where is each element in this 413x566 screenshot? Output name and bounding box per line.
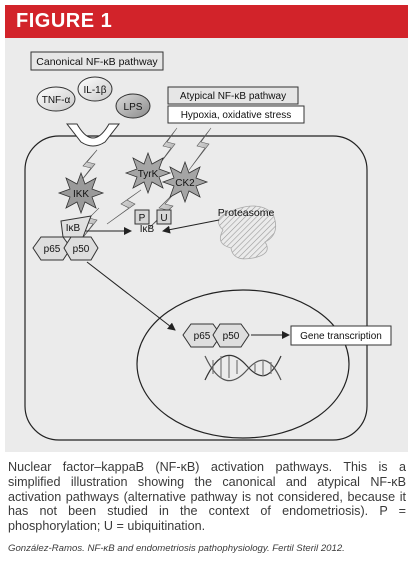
proteasome-label: Proteasome: [218, 207, 275, 219]
proteasome-shape: [218, 205, 277, 260]
gene-transcription-label: Gene transcription: [300, 331, 382, 342]
figure-caption: Nuclear factor–kappaB (NF-κB) activation…: [8, 460, 406, 534]
tnf-alpha-label: TNF-α: [42, 95, 71, 106]
ck2-label: CK2: [175, 178, 195, 189]
cytoplasm-p50-label: p50: [73, 244, 90, 255]
nfkb-pathway-diagram: Canonical NF-κB pathway TNF-α IL-1β LPS …: [24, 51, 392, 441]
nuclear-p65: [182, 323, 222, 348]
atypical-signal-bolt-3: [106, 189, 142, 225]
dna-helix-icon: [204, 354, 282, 382]
nuclear-p50-label: p50: [223, 331, 240, 342]
atypical-pathway-box: [167, 86, 299, 105]
canonical-pathway-box: [30, 51, 164, 71]
atypical-signal-bolt-2: [188, 127, 212, 171]
tnf-alpha-ligand: [36, 86, 76, 112]
atypical-signal-bolt-4: [148, 189, 178, 229]
cytoplasm-p65-label: p65: [44, 244, 61, 255]
cytoplasm-p65: [32, 236, 72, 261]
phosphorylation-label: P: [139, 213, 146, 224]
free-ikb-label: IκB: [140, 224, 155, 235]
nuclear-p50: [212, 323, 250, 348]
translocation-arrow: [86, 261, 176, 331]
lps-label: LPS: [124, 102, 143, 113]
bound-ikb-label: IκB: [66, 223, 81, 234]
ubiquitination-box: [156, 209, 172, 225]
canonical-pathway-title: Canonical NF-κB pathway: [36, 56, 158, 68]
gene-transcription-box: [290, 325, 392, 346]
lps-ligand: [115, 93, 151, 119]
atypical-stimuli-box: [167, 105, 305, 124]
atypical-pathway-title: Atypical NF-κB pathway: [180, 91, 286, 102]
ikk-starburst: [57, 171, 105, 215]
atypical-stimuli-label: Hypoxia, oxidative stress: [181, 110, 292, 121]
tyrk-starburst: [124, 151, 172, 195]
nucleus: [136, 289, 350, 439]
nuclear-p65-label: p65: [194, 331, 211, 342]
degradation-arrow: [162, 219, 220, 234]
ubiquitination-label: U: [160, 213, 167, 224]
cytoplasm-p50: [63, 236, 99, 261]
phosphorylation-box: [134, 209, 150, 225]
figure-citation: González-Ramos. NF-κB and endometriosis …: [8, 543, 345, 554]
il-1beta-ligand: [77, 76, 113, 102]
diagram-panel: Canonical NF-κB pathway TNF-α IL-1β LPS …: [5, 38, 408, 452]
receptor: [65, 123, 121, 147]
il-1beta-label: IL-1β: [84, 85, 107, 96]
ikk-label: IKK: [73, 189, 89, 200]
figure-label: FIGURE 1: [5, 5, 408, 38]
tyrk-label: TyrK: [138, 169, 159, 180]
ck2-starburst: [161, 160, 209, 204]
